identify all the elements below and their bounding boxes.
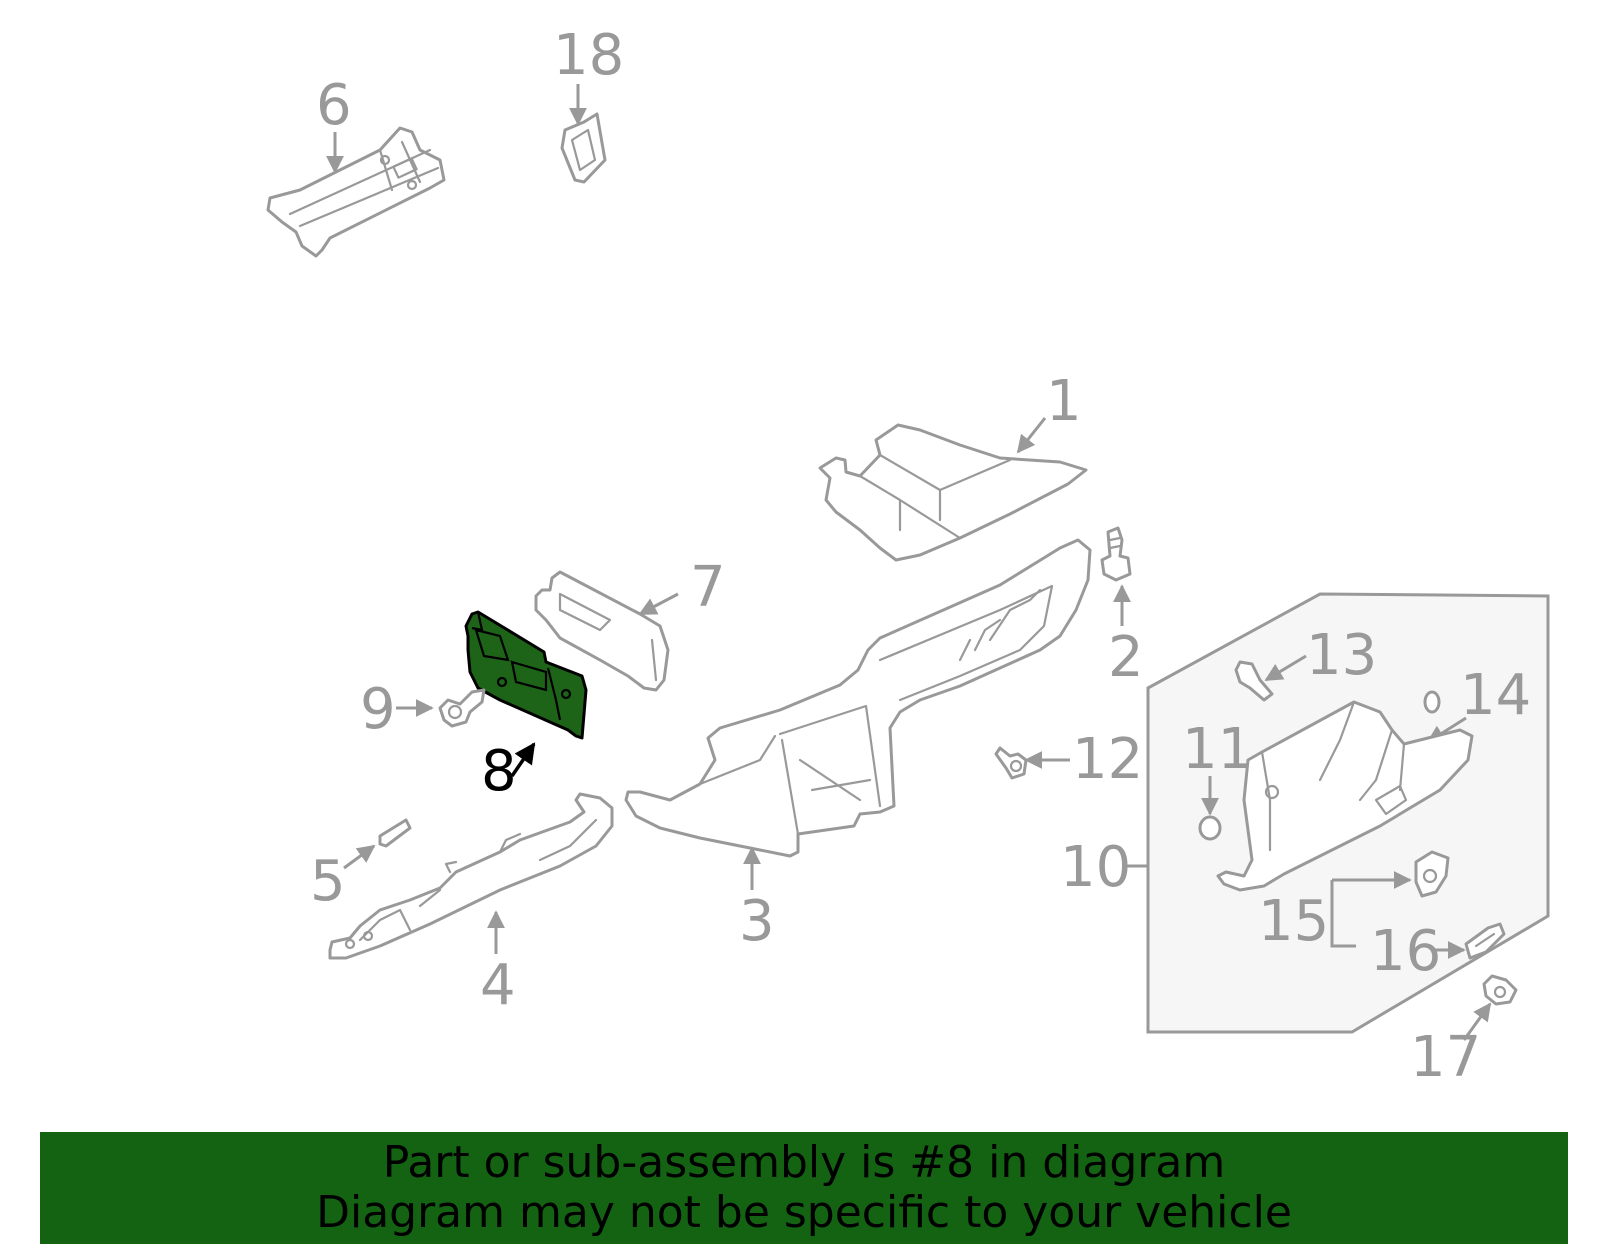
part-8-highlighted-panel[interactable] bbox=[464, 610, 588, 740]
part-6-bracket[interactable] bbox=[266, 126, 446, 258]
part-13-screw[interactable] bbox=[1234, 660, 1274, 702]
part-4-lower-trim[interactable] bbox=[328, 792, 614, 960]
glove-box-body[interactable] bbox=[1216, 700, 1474, 892]
callout-17: 17 bbox=[1410, 1025, 1481, 1090]
part-14-grommet[interactable] bbox=[1423, 690, 1441, 714]
part-1-upper-cover[interactable] bbox=[818, 423, 1088, 562]
callout-7: 7 bbox=[690, 555, 726, 620]
part-7-side-cover[interactable] bbox=[534, 570, 670, 692]
leader-8 bbox=[510, 742, 536, 777]
part-16-handle[interactable] bbox=[1464, 922, 1506, 960]
leader-7 bbox=[638, 592, 679, 616]
part-17-clip[interactable] bbox=[1482, 974, 1518, 1006]
callout-8: 8 bbox=[481, 739, 517, 804]
leader-15 bbox=[1330, 880, 1410, 948]
callout-3: 3 bbox=[739, 889, 775, 954]
callout-2: 2 bbox=[1108, 625, 1144, 690]
callout-14: 14 bbox=[1460, 663, 1531, 728]
part-9-clip[interactable] bbox=[438, 688, 486, 728]
callout-5: 5 bbox=[310, 849, 346, 914]
callout-4: 4 bbox=[480, 953, 516, 1018]
part-12-screw[interactable] bbox=[994, 746, 1028, 780]
leader-13 bbox=[1264, 654, 1307, 682]
callout-15: 15 bbox=[1258, 889, 1329, 954]
part-2-bolt[interactable] bbox=[1100, 526, 1132, 582]
info-banner: Part or sub-assembly is #8 in diagram Di… bbox=[40, 1132, 1568, 1244]
callout-13: 13 bbox=[1306, 623, 1377, 688]
part-11-grommet[interactable] bbox=[1198, 815, 1222, 841]
callout-16: 16 bbox=[1370, 919, 1441, 984]
banner-line-1: Part or sub-assembly is #8 in diagram bbox=[382, 1137, 1226, 1188]
leader-1 bbox=[1016, 417, 1047, 454]
callout-1: 1 bbox=[1046, 369, 1082, 434]
callout-6: 6 bbox=[316, 73, 352, 138]
callout-11: 11 bbox=[1182, 717, 1253, 782]
callout-18: 18 bbox=[553, 23, 624, 88]
part-18-clip[interactable] bbox=[560, 112, 607, 184]
callout-9: 9 bbox=[360, 677, 396, 742]
leader-17 bbox=[1462, 1002, 1492, 1041]
part-3-instrument-panel[interactable] bbox=[624, 538, 1092, 858]
callout-10: 10 bbox=[1060, 835, 1131, 900]
leader-5 bbox=[343, 844, 376, 870]
banner-line-2: Diagram may not be specific to your vehi… bbox=[316, 1187, 1292, 1238]
callout-12: 12 bbox=[1072, 727, 1143, 792]
part-5-clip[interactable] bbox=[378, 818, 412, 848]
